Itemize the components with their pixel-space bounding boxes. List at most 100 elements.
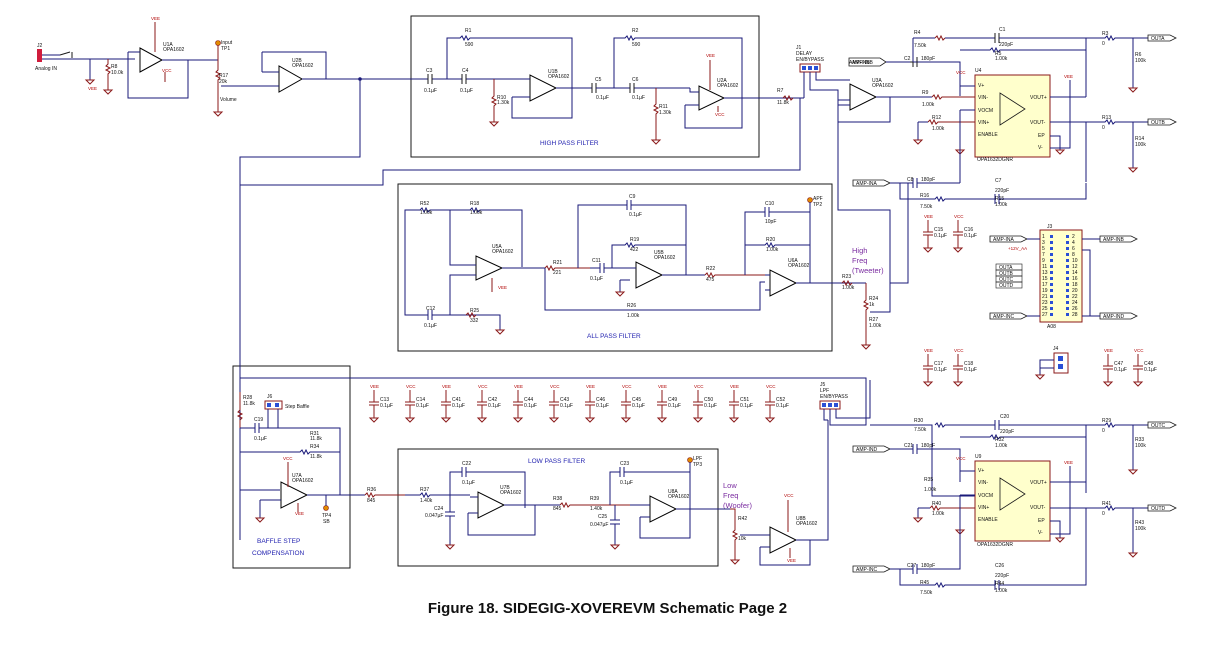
svg-text:1.40k: 1.40k — [420, 498, 433, 504]
svg-text:TP4: TP4 — [322, 513, 331, 519]
bypass-cap-rail-label: VCC — [550, 384, 560, 389]
bypass-cap-value: 0.1µF — [776, 403, 789, 409]
svg-text:332: 332 — [470, 318, 479, 324]
side-cap-rail-label: VCC — [954, 348, 964, 353]
j3-pin-dot — [1050, 277, 1053, 280]
svg-text:R20: R20 — [766, 237, 775, 243]
j3-pin-number-right: 6 — [1072, 246, 1075, 252]
svg-text:R14: R14 — [1135, 136, 1144, 142]
bypass-cap-ref: C50 — [704, 397, 713, 403]
svg-text:R22: R22 — [706, 266, 715, 272]
bypass-cap-ref: C45 — [632, 397, 641, 403]
j3-pin-dot — [1066, 313, 1069, 316]
svg-text:20k: 20k — [219, 79, 228, 85]
svg-text:Input: Input — [221, 40, 233, 46]
baffle-step-frame — [232, 365, 351, 569]
side-cap-ref: C15 — [934, 227, 943, 233]
svg-text:OUTA: OUTA — [1151, 36, 1165, 42]
svg-text:220pF: 220pF — [995, 573, 1009, 579]
svg-text:R27: R27 — [869, 317, 878, 323]
side-cap-rail-label: VEE — [924, 214, 933, 219]
j6-step-baffle-jumper[interactable] — [264, 400, 283, 410]
svg-text:VCC: VCC — [956, 456, 966, 461]
bypass-cap-rail-label: VCC — [766, 384, 776, 389]
svg-text:AMP-INB: AMP-INB — [1103, 237, 1125, 243]
j3-pin-number-right: 28 — [1072, 312, 1078, 318]
svg-text:U7A: U7A — [292, 473, 302, 479]
svg-text:0.1µF: 0.1µF — [462, 480, 475, 486]
j3-pin-dot — [1050, 259, 1053, 262]
svg-text:VCC: VCC — [715, 112, 725, 117]
svg-text:R26: R26 — [627, 303, 636, 309]
bypass-cap-value: 0.1µF — [524, 403, 537, 409]
u4-opa1632 — [974, 74, 1051, 158]
svg-text:R17: R17 — [219, 73, 228, 79]
bypass-cap-rail-label: VEE — [658, 384, 667, 389]
volume-pot[interactable] — [214, 45, 222, 112]
r24-pot[interactable] — [862, 283, 870, 345]
bypass-cap-ref: C46 — [596, 397, 605, 403]
svg-text:100k: 100k — [1135, 443, 1146, 449]
svg-text:R13: R13 — [1102, 115, 1111, 121]
svg-text:C20: C20 — [1000, 414, 1009, 420]
apf-title: ALL PASS FILTER — [587, 333, 641, 340]
j4-connector[interactable] — [1053, 352, 1069, 374]
bypass-cap-value: 0.1µF — [452, 403, 465, 409]
svg-text:1.00k: 1.00k — [995, 202, 1008, 208]
r23-resistor — [841, 279, 853, 287]
j3-pin-dot — [1050, 283, 1053, 286]
r42-pot[interactable] — [730, 508, 739, 560]
svg-text:OUTC: OUTC — [1151, 423, 1166, 429]
svg-text:VIN+: VIN+ — [978, 120, 989, 126]
svg-text:221: 221 — [553, 270, 562, 276]
svg-text:A08: A08 — [1047, 324, 1056, 330]
svg-text:C27: C27 — [907, 563, 916, 569]
j3-header[interactable] — [1039, 229, 1083, 323]
svg-text:VEE: VEE — [706, 53, 715, 58]
svg-text:R32: R32 — [995, 437, 1004, 443]
analog-in-jack — [37, 49, 42, 62]
j3-pin-number-right: 22 — [1072, 294, 1078, 300]
svg-text:1.00k: 1.00k — [932, 126, 945, 132]
svg-text:0.1µF: 0.1µF — [460, 88, 473, 94]
svg-text:0.1µF: 0.1µF — [254, 436, 267, 442]
svg-text:J1: J1 — [796, 45, 802, 51]
r7-resistor — [782, 94, 794, 102]
u7a-opamp — [280, 481, 309, 509]
svg-text:ENABLE: ENABLE — [978, 517, 998, 523]
u1a-opamp — [139, 47, 164, 73]
svg-text:J6: J6 — [267, 394, 273, 400]
svg-text:220pF: 220pF — [999, 42, 1013, 48]
j3-pin-number-right: 12 — [1072, 264, 1078, 270]
bypass-cap-rail-label: VEE — [730, 384, 739, 389]
svg-text:VCC: VCC — [283, 456, 293, 461]
svg-text:C9: C9 — [629, 194, 636, 200]
svg-text:TP1: TP1 — [221, 46, 230, 52]
svg-text:100k: 100k — [1135, 142, 1146, 148]
svg-text:VOUT+: VOUT+ — [1030, 95, 1047, 101]
bypass-cap-ref: C51 — [740, 397, 749, 403]
svg-text:OUTA: OUTA — [999, 265, 1013, 271]
j3-pin-dot — [1066, 247, 1069, 250]
j3-pin-dot — [1050, 313, 1053, 316]
j3-pin-dot — [1050, 235, 1053, 238]
svg-text:R42: R42 — [738, 516, 747, 522]
svg-text:R24: R24 — [869, 296, 878, 302]
svg-text:R3: R3 — [1102, 31, 1109, 37]
j3-pin-number-left: 5 — [1042, 246, 1045, 252]
side-cap-value: 0.1µF — [934, 367, 947, 373]
svg-text:11.8k: 11.8k — [243, 401, 255, 407]
svg-text:VCC: VCC — [784, 493, 794, 498]
outc-netlabel — [1147, 421, 1177, 429]
svg-text:C11: C11 — [592, 258, 601, 264]
svg-text:1.00k: 1.00k — [995, 443, 1008, 449]
svg-text:10.0k: 10.0k — [111, 70, 124, 76]
svg-text:OPA1602: OPA1602 — [788, 263, 810, 269]
svg-text:1.30k: 1.30k — [659, 110, 672, 116]
svg-text:U2B: U2B — [292, 58, 302, 64]
